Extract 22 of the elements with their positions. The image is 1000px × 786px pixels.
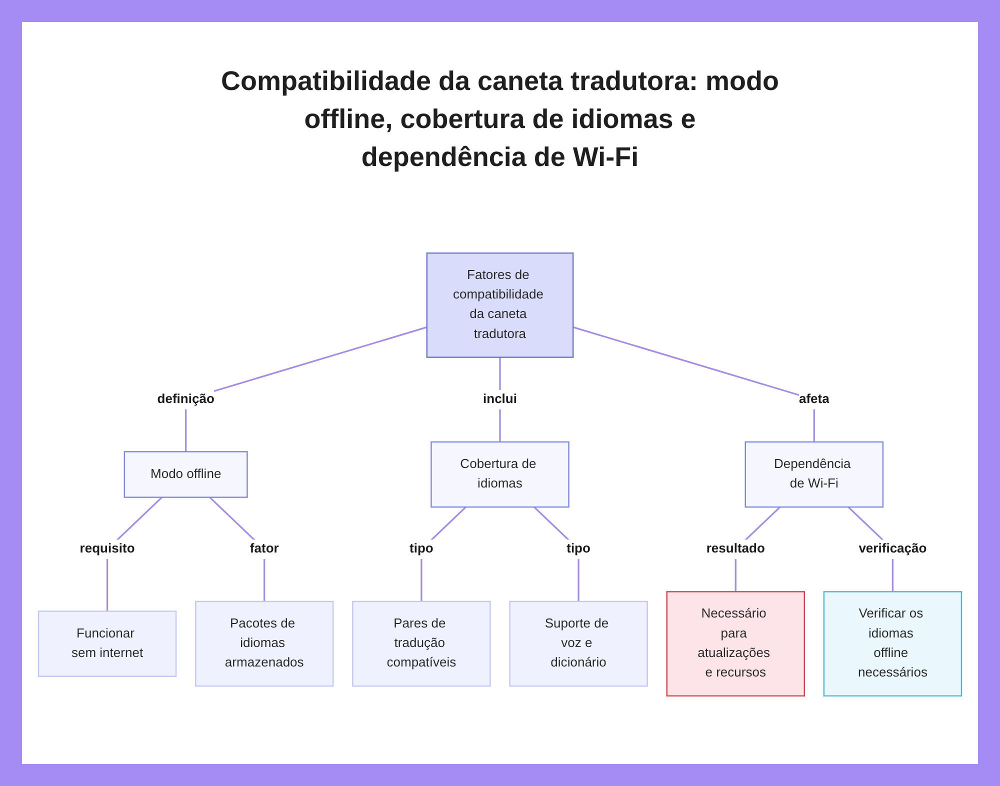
connector-line bbox=[572, 326, 815, 442]
process-box: Pares de tradução compatíveis bbox=[352, 600, 491, 687]
process-box: Verificar os idiomas offline necessários bbox=[823, 591, 962, 696]
process-box: Modo offline bbox=[124, 451, 248, 498]
connector-line bbox=[420, 506, 466, 602]
edge-label: resultado bbox=[706, 540, 765, 560]
diagram-title: Compatibilidade da caneta tradutora: modo offline, cobertura de idiomas e dependência de Wi-Fi bbox=[220, 65, 780, 174]
edge-label: inclui bbox=[483, 390, 517, 410]
edge-label: verificação bbox=[858, 540, 927, 560]
edge-label: fator bbox=[250, 540, 279, 560]
process-box: Suporte de voz e dicionário bbox=[509, 600, 648, 687]
edge-label: tipo bbox=[566, 540, 590, 560]
edge-label: tipo bbox=[410, 540, 434, 560]
edge-label: requisito bbox=[80, 540, 135, 560]
process-box: Cobertura de idiomas bbox=[430, 441, 570, 508]
process-box: Necessário para atualizações e recursos bbox=[666, 591, 806, 696]
connector-line bbox=[534, 506, 580, 602]
process-box: Funcionar sem internet bbox=[38, 610, 177, 677]
process-box: Fatores de compatibilidade da caneta tradutora bbox=[426, 252, 574, 358]
process-box: Pacotes de idiomas armazenados bbox=[194, 600, 334, 687]
edge-label: definição bbox=[157, 390, 214, 410]
process-box: Dependência de Wi-Fi bbox=[744, 441, 884, 508]
